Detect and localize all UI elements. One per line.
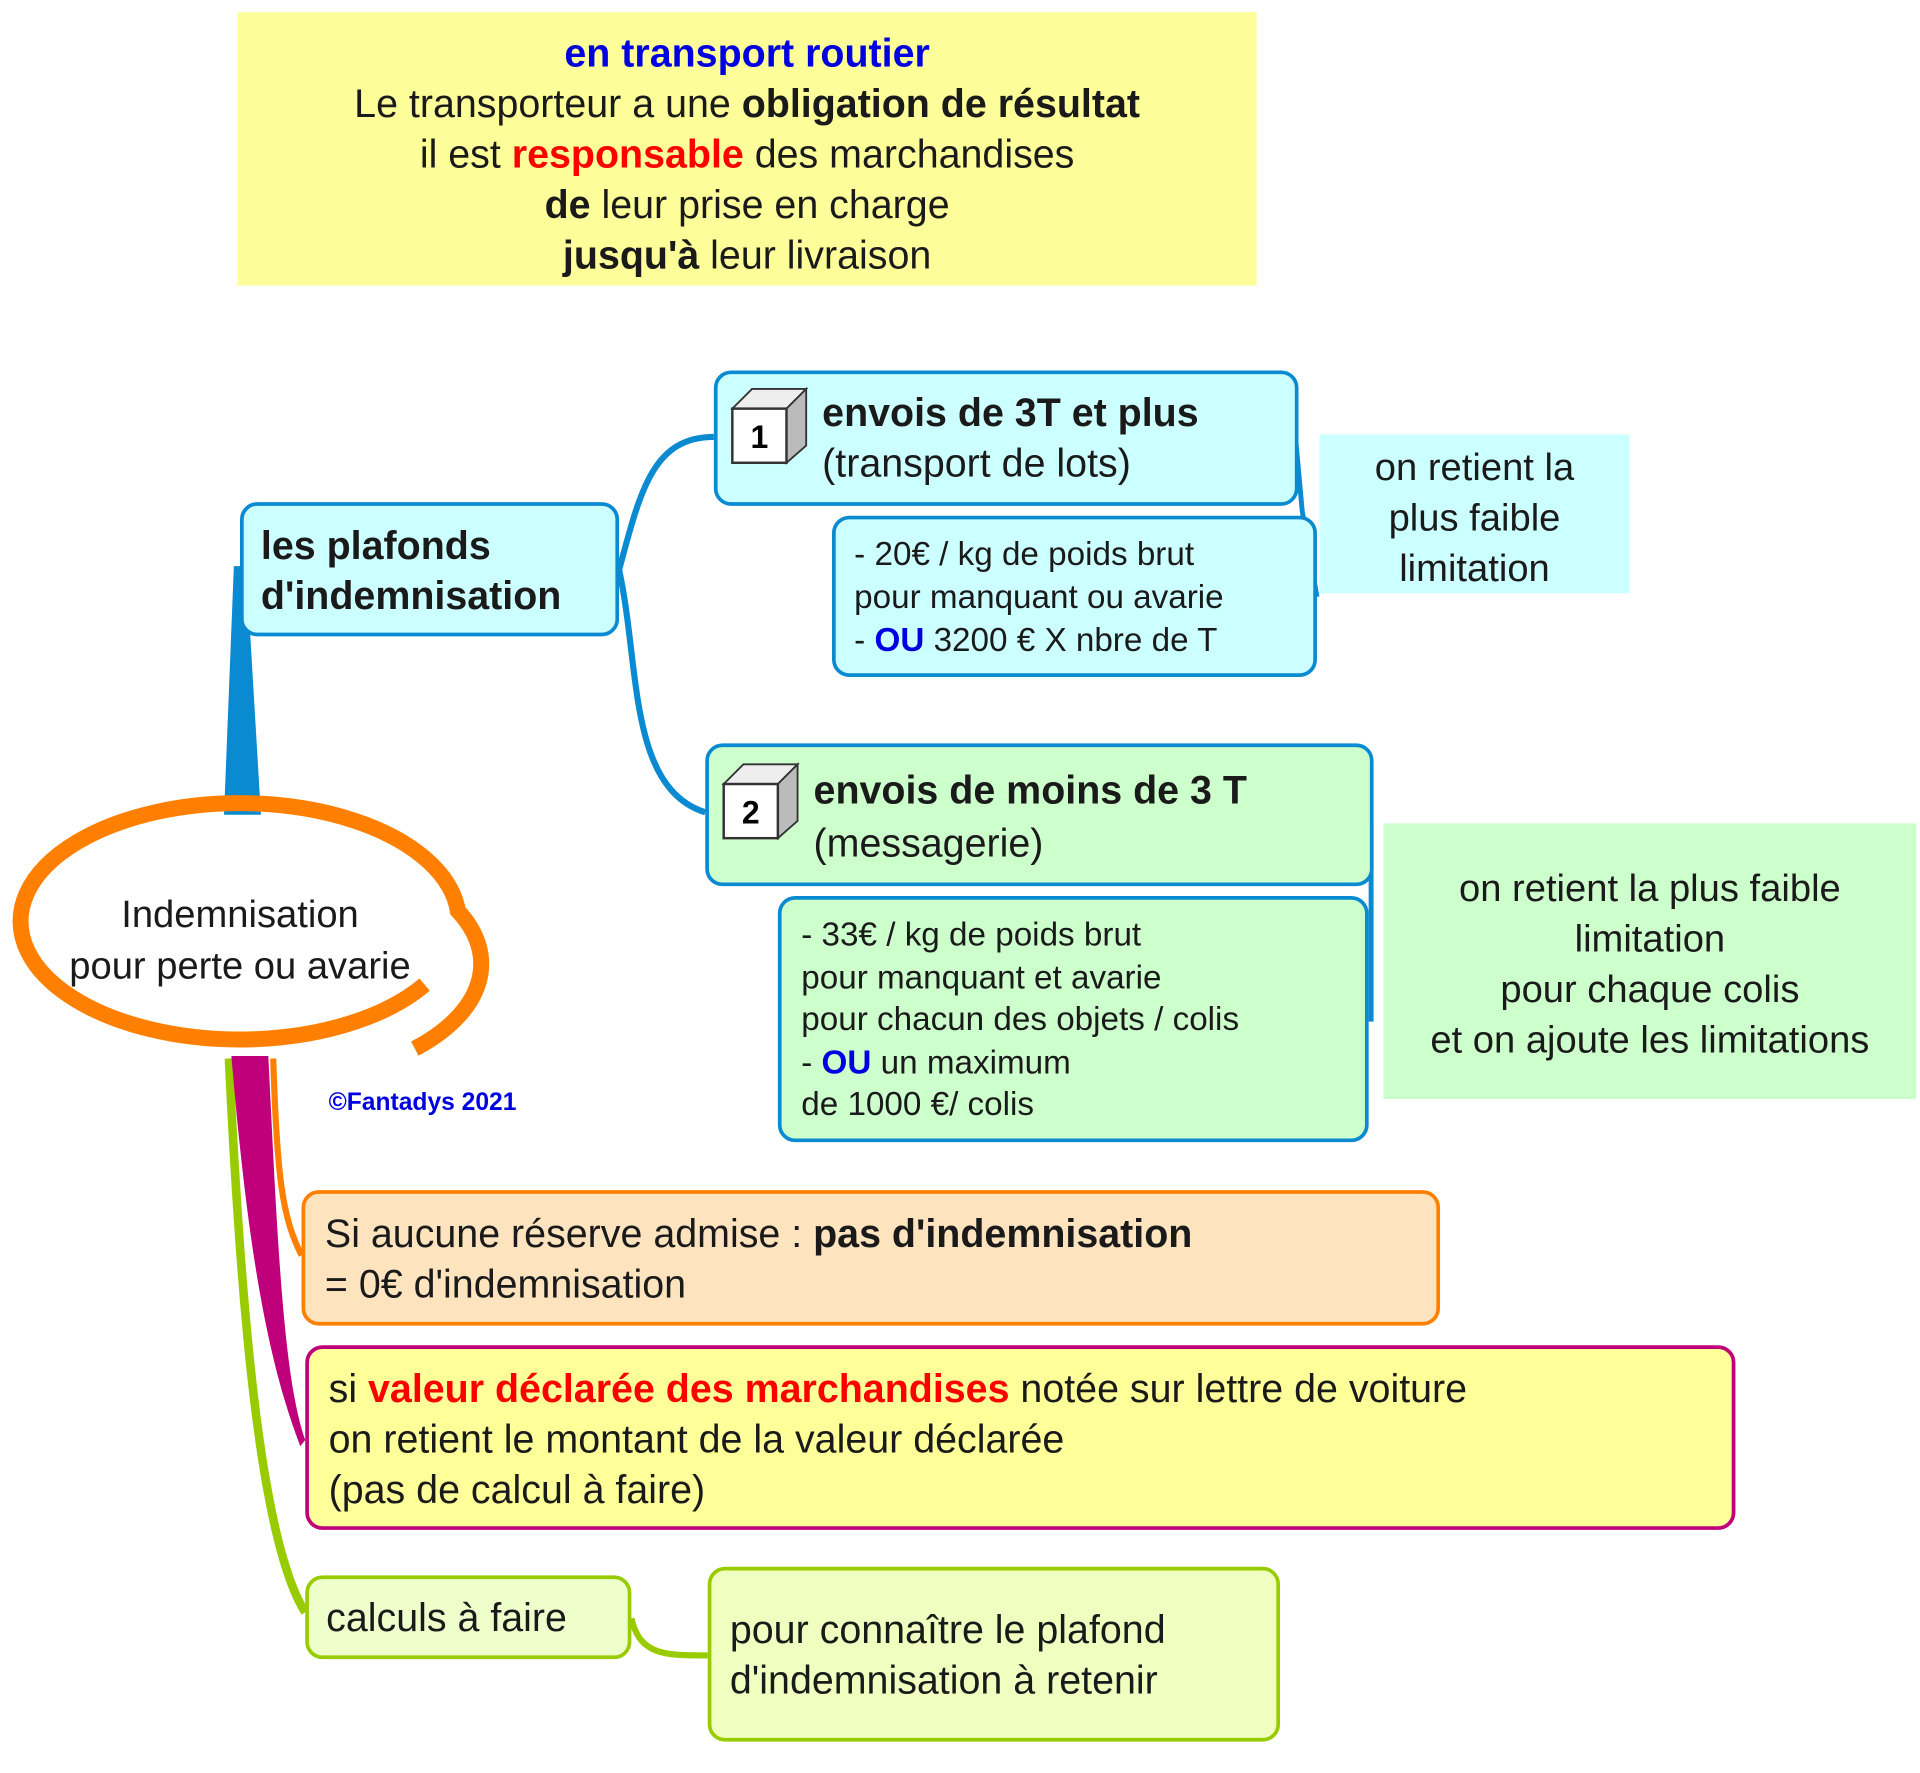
- branch2-subtitle: (messagerie): [813, 820, 1044, 866]
- header-box: en transport routier Le transporteur a u…: [237, 12, 1257, 286]
- branch1-detail-line-2: pour manquant ou avarie: [854, 578, 1224, 616]
- node-reserve[interactable]: Si aucune réserve admise : pas d'indemni…: [301, 1190, 1441, 1326]
- node-calculs[interactable]: calculs à faire: [305, 1575, 632, 1660]
- connector-center-valeur: [231, 1056, 306, 1447]
- connector-center-plafonds: [224, 566, 261, 815]
- branch2-detail[interactable]: - 33€ / kg de poids brut pour manquant e…: [777, 896, 1369, 1143]
- node-plafonds[interactable]: les plafonds d'indemnisation: [240, 502, 620, 637]
- connector-calculs-detail: [628, 1617, 708, 1659]
- branch2-note: on retient la plus faible limitation pou…: [1383, 823, 1917, 1100]
- center-node-line-2: pour perte ou avarie: [69, 944, 411, 988]
- node-branch1[interactable]: 1 envois de 3T et plus (transport de lot…: [713, 370, 1299, 506]
- center-node-line-1: Indemnisation: [121, 892, 359, 936]
- branch1-detail-line-3: - OU 3200 € X nbre de T: [854, 621, 1218, 659]
- valeur-line-2: on retient le montant de la valeur décla…: [328, 1416, 1065, 1461]
- branch1-detail-line-1: - 20€ / kg de poids brut: [854, 535, 1195, 573]
- valeur-line-3: (pas de calcul à faire): [328, 1467, 706, 1512]
- branch1-title: envois de 3T et plus: [822, 390, 1199, 435]
- branch1-detail[interactable]: - 20€ / kg de poids brut pour manquant o…: [832, 515, 1317, 677]
- plafonds-line-2: d'indemnisation: [260, 573, 562, 618]
- calculs-label: calculs à faire: [326, 1595, 567, 1640]
- header-line-1: Le transporteur a une obligation de résu…: [354, 81, 1140, 126]
- cube-icon: 2: [721, 762, 800, 841]
- branch2-detail-line-5: de 1000 €/ colis: [801, 1085, 1035, 1123]
- branch2-detail-line-4: - OU un maximum: [801, 1043, 1071, 1081]
- svg-text:1: 1: [751, 419, 769, 455]
- copyright: ©Fantadys 2021: [328, 1089, 517, 1117]
- header-line-4: jusqu'à leur livraison: [562, 232, 932, 277]
- branch2-detail-line-3: pour chacun des objets / colis: [801, 1000, 1240, 1038]
- connector-center-calculs: [224, 1058, 309, 1615]
- branch2-title: envois de moins de 3 T: [813, 768, 1247, 813]
- center-ellipse: [12, 795, 490, 1056]
- cube-icon: 1: [730, 386, 809, 465]
- reserve-line-2: = 0€ d'indemnisation: [324, 1261, 687, 1306]
- valeur-line-1: si valeur déclarée des marchandises noté…: [328, 1366, 1468, 1411]
- center-node[interactable]: Indemnisation pour perte ou avarie: [25, 889, 456, 992]
- svg-text:2: 2: [742, 794, 760, 830]
- reserve-line-1: Si aucune réserve admise : pas d'indemni…: [324, 1211, 1193, 1256]
- node-valeur[interactable]: si valeur déclarée des marchandises noté…: [305, 1345, 1736, 1530]
- connector-plafonds-branch1: [616, 433, 714, 571]
- calculs-detail-line-1: pour connaître le plafond: [729, 1607, 1166, 1652]
- branch2-detail-line-1: - 33€ / kg de poids brut: [801, 915, 1142, 953]
- header-line-2: il est responsable des marchandises: [419, 131, 1075, 177]
- node-branch2[interactable]: 2 envois de moins de 3 T (messagerie): [705, 743, 1374, 887]
- calculs-detail-line-2: d'indemnisation à retenir: [729, 1657, 1158, 1703]
- branch1-subtitle: (transport de lots): [822, 440, 1131, 485]
- connector-plafonds-branch2: [616, 569, 707, 816]
- header-title: en transport routier: [564, 30, 930, 76]
- plafonds-line-1: les plafonds: [260, 523, 491, 568]
- header-line-3: de leur prise en charge: [544, 182, 950, 227]
- branch2-detail-line-2: pour manquant et avarie: [801, 958, 1162, 996]
- branch1-note: on retient la plus faible limitation: [1319, 434, 1630, 594]
- connector-center-reserve: [270, 1058, 305, 1257]
- calculs-detail[interactable]: pour connaître le plafond d'indemnisatio…: [707, 1566, 1281, 1742]
